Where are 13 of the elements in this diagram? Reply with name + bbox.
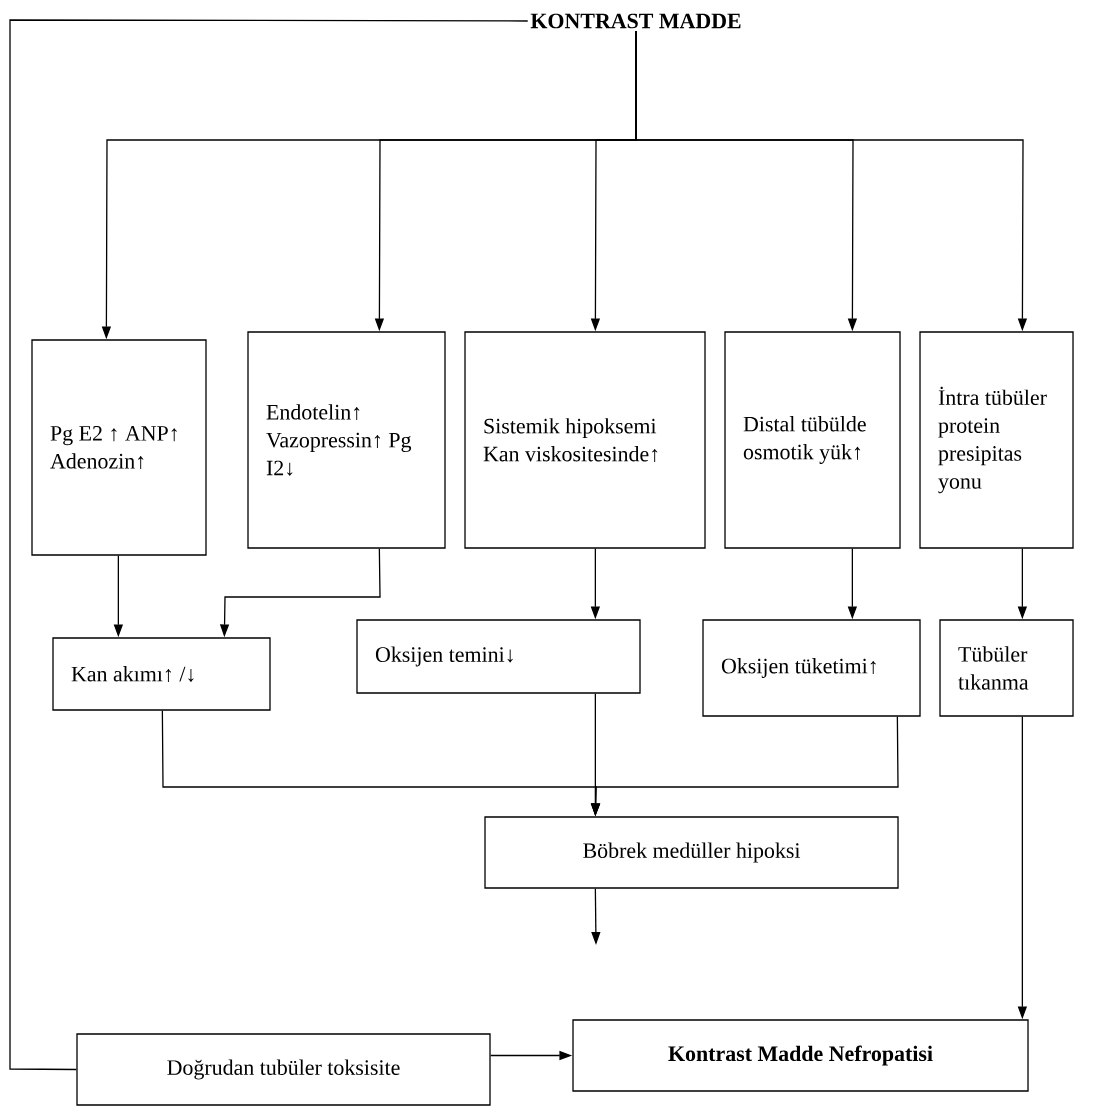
process-box: Böbrek medüller hipoksi: [484, 816, 899, 889]
process-box: Doğrudan tubüler toksisite: [76, 1033, 491, 1106]
process-box: Tübüler tıkanma: [939, 619, 1074, 717]
process-box: Endotelin↑ Vazopressin↑ Pg I2↓: [247, 331, 446, 549]
process-box: İntra tübüler protein presipitas yonu: [919, 331, 1074, 549]
process-box: Kan akımı↑ /↓: [52, 637, 271, 711]
process-box: Distal tübülde osmotik yük↑: [724, 331, 901, 549]
process-box: Kontrast Madde Nefropatisi: [572, 1019, 1029, 1092]
process-box: Oksijen temini↓: [356, 619, 641, 694]
process-box: Sistemik hipoksemi Kan viskositesinde↑: [464, 331, 706, 549]
process-box: Oksijen tüketimi↑: [702, 619, 921, 717]
heading-text: KONTRAST MADDE: [530, 13, 741, 29]
process-box: Pg E2 ↑ ANP↑ Adenozin↑: [31, 339, 207, 556]
